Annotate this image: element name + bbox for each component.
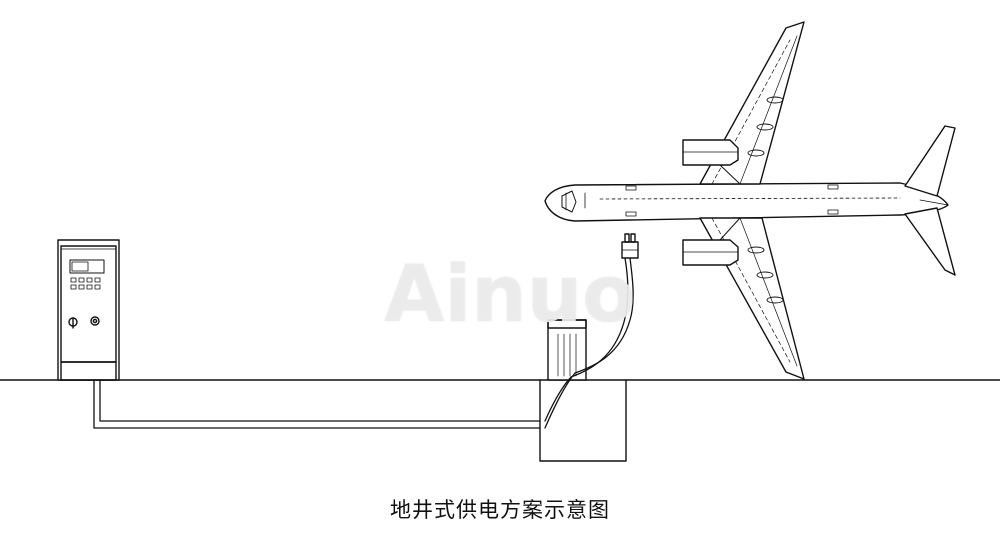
cabinet-emergency-button [90, 316, 100, 326]
underground-cable-conduit [93, 379, 541, 429]
diagram-caption: 地井式供电方案示意图 [390, 498, 610, 522]
ground-pit [539, 379, 627, 462]
cabinet-button-grid [70, 277, 101, 290]
aircraft-tail-lower [904, 207, 956, 276]
aircraft-tail-upper [904, 125, 956, 197]
power-supply-cabinet [57, 239, 120, 381]
aircraft-fuselage [544, 182, 949, 222]
aircraft-engine-upper [682, 139, 741, 185]
aircraft-cockpit [561, 190, 577, 213]
power-cable [544, 257, 634, 429]
aircraft [544, 21, 956, 380]
pit-power-box [547, 319, 587, 381]
power-connector [621, 233, 639, 259]
aircraft-engine-lower [682, 217, 741, 266]
